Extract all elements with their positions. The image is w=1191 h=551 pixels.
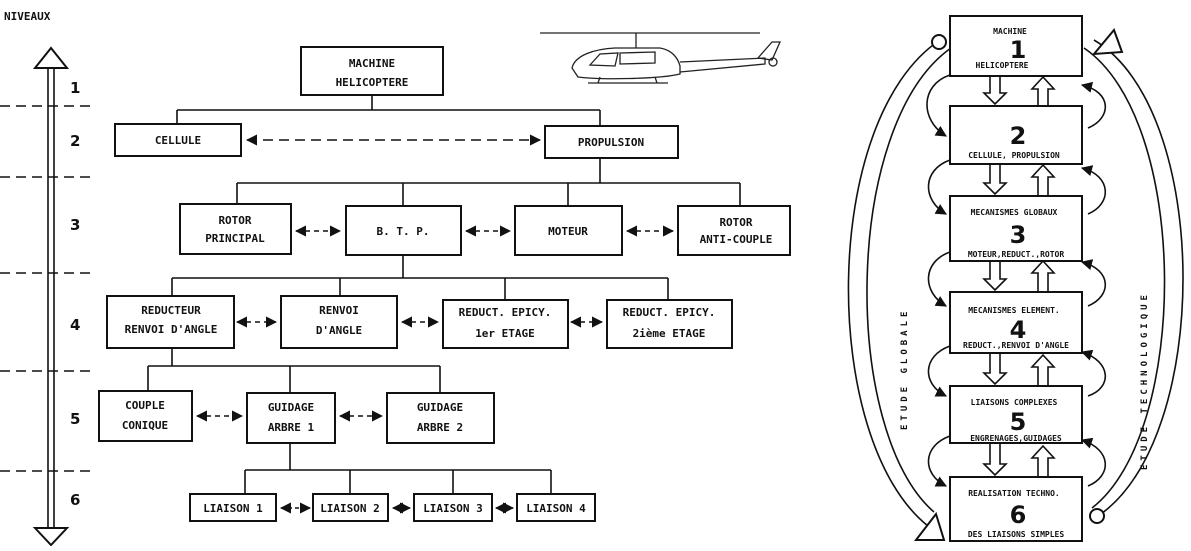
svg-text:1: 1: [1010, 36, 1027, 64]
tree-node-reducteur: REDUCTEUR RENVOI D'ANGLE: [106, 295, 235, 349]
cycle-box-4: MECANISMES ELEMENT. 4 REDUCT.,RENVOI D'A…: [949, 291, 1083, 354]
tree-node-liaison-2: LIAISON 2: [312, 493, 389, 522]
svg-text:4: 4: [1010, 316, 1027, 344]
svg-text:RENVOI D'ANGLE: RENVOI D'ANGLE: [125, 323, 218, 336]
svg-text:GUIDAGE: GUIDAGE: [268, 401, 314, 414]
helicopter-icon: [540, 32, 782, 84]
svg-text:MOTEUR: MOTEUR: [548, 225, 588, 238]
svg-text:CELLULE: CELLULE: [155, 134, 201, 147]
relation-arrows: [195, 134, 675, 514]
label-etude-technologique: ETUDE TECHNOLOGIQUE: [1140, 291, 1150, 470]
tree-node-renvoi: RENVOI D'ANGLE: [280, 295, 398, 349]
cycle-arrow-icon: [913, 511, 946, 541]
svg-text:ENGRENAGES,GUIDAGES: ENGRENAGES,GUIDAGES: [970, 434, 1062, 443]
down-arrow-icon: [32, 527, 70, 547]
tree-node-cellule: CELLULE: [114, 123, 242, 157]
svg-text:REDUCT. EPICY.: REDUCT. EPICY.: [459, 306, 552, 319]
tree-connectors: [147, 95, 741, 494]
cycle-box-3: MECANISMES GLOBAUX 3 MOTEUR,REDUCT.,ROTO…: [949, 195, 1083, 262]
svg-text:MACHINE: MACHINE: [349, 57, 395, 70]
tree-node-guidage-2: GUIDAGE ARBRE 2: [386, 392, 495, 444]
svg-text:RENVOI: RENVOI: [319, 304, 359, 317]
svg-text:MACHINE: MACHINE: [993, 27, 1027, 36]
svg-text:COUPLE: COUPLE: [125, 399, 165, 412]
svg-text:REDUCT. EPICY.: REDUCT. EPICY.: [623, 306, 716, 319]
tree-node-rotor-principal: ROTOR PRINCIPAL: [179, 203, 292, 255]
tree-node-liaison-3: LIAISON 3: [413, 493, 493, 522]
levels-title: NIVEAUX: [4, 10, 51, 23]
svg-text:LIAISON 1: LIAISON 1: [203, 502, 263, 515]
svg-text:CELLULE, PROPULSION: CELLULE, PROPULSION: [968, 151, 1060, 160]
svg-text:LIAISONS COMPLEXES: LIAISONS COMPLEXES: [971, 398, 1058, 407]
level-number: 3: [70, 216, 80, 234]
tree-node-propulsion: PROPULSION: [544, 125, 679, 159]
cycle-box-2: 2 CELLULE, PROPULSION: [949, 105, 1083, 165]
svg-text:HELICOPTERE: HELICOPTERE: [336, 76, 409, 89]
svg-text:1er ETAGE: 1er ETAGE: [475, 327, 535, 340]
levels-axis: NIVEAUX 1 2 3 4 5 6: [0, 10, 94, 547]
tree-node-liaison-4: LIAISON 4: [516, 493, 596, 522]
tree-node-btp: B. T. P.: [345, 205, 462, 256]
svg-text:REDUCT.,RENVOI D'ANGLE: REDUCT.,RENVOI D'ANGLE: [963, 341, 1069, 350]
svg-text:LIAISON 4: LIAISON 4: [526, 502, 586, 515]
svg-text:5: 5: [1010, 408, 1027, 436]
svg-text:CONIQUE: CONIQUE: [122, 419, 168, 432]
svg-text:ARBRE 1: ARBRE 1: [268, 421, 315, 434]
up-arrow-icon: [32, 46, 70, 69]
svg-text:2: 2: [1010, 122, 1027, 150]
cycle-box-5: LIAISONS COMPLEXES 5 ENGRENAGES,GUIDAGES: [949, 385, 1083, 444]
cycle-diagram: MACHINE 1 HELICOPTERE 2 CELLULE, PROPULS…: [847, 15, 1184, 542]
tree-node-moteur: MOTEUR: [514, 205, 623, 256]
svg-text:ANTI-COUPLE: ANTI-COUPLE: [700, 233, 773, 246]
svg-text:HELICOPTERE: HELICOPTERE: [976, 61, 1029, 70]
svg-text:D'ANGLE: D'ANGLE: [316, 324, 362, 337]
svg-text:DES LIAISONS SIMPLES: DES LIAISONS SIMPLES: [968, 530, 1065, 539]
svg-text:ROTOR: ROTOR: [218, 214, 251, 227]
tree-node-epicy-2: REDUCT. EPICY. 2ième ETAGE: [606, 299, 733, 349]
tree-node-guidage-1: GUIDAGE ARBRE 1: [246, 392, 336, 444]
svg-text:PROPULSION: PROPULSION: [578, 136, 644, 149]
svg-text:ROTOR: ROTOR: [719, 216, 752, 229]
level-number: 1: [70, 79, 80, 97]
level-number: 5: [70, 410, 80, 428]
svg-text:ARBRE 2: ARBRE 2: [417, 421, 463, 434]
tree-node-liaison-1: LIAISON 1: [189, 493, 277, 522]
svg-text:MECANISMES ELEMENT.: MECANISMES ELEMENT.: [968, 306, 1060, 315]
cycle-arrow-icon: [1091, 28, 1124, 56]
cycle-box-1: MACHINE 1 HELICOPTERE: [949, 15, 1083, 77]
tree-node-epicy-1: REDUCT. EPICY. 1er ETAGE: [442, 299, 569, 349]
svg-text:LIAISON 2: LIAISON 2: [320, 502, 380, 515]
cycle-box-6: REALISATION TECHNO. 6 DES LIAISONS SIMPL…: [949, 476, 1083, 542]
svg-text:B. T. P.: B. T. P.: [377, 225, 430, 238]
svg-text:GUIDAGE: GUIDAGE: [417, 401, 463, 414]
level-number: 2: [70, 132, 80, 150]
svg-text:LIAISON 3: LIAISON 3: [423, 502, 483, 515]
svg-text:PRINCIPAL: PRINCIPAL: [205, 232, 265, 245]
tree-node-couple: COUPLE CONIQUE: [98, 390, 193, 442]
label-etude-globale: ETUDE GLOBALE: [900, 308, 910, 430]
svg-text:3: 3: [1010, 221, 1027, 249]
level-number: 6: [70, 491, 80, 509]
svg-text:2ième ETAGE: 2ième ETAGE: [633, 327, 706, 340]
svg-text:6: 6: [1010, 501, 1027, 529]
svg-text:REDUCTEUR: REDUCTEUR: [141, 304, 201, 317]
tree-node-rotor-anticouple: ROTOR ANTI-COUPLE: [677, 205, 791, 256]
svg-text:MECANISMES GLOBAUX: MECANISMES GLOBAUX: [971, 208, 1058, 217]
svg-text:REALISATION TECHNO.: REALISATION TECHNO.: [968, 489, 1060, 498]
svg-text:MOTEUR,REDUCT.,ROTOR: MOTEUR,REDUCT.,ROTOR: [968, 250, 1065, 259]
level-number: 4: [70, 316, 80, 334]
tree-node-machine: MACHINE HELICOPTERE: [300, 46, 444, 96]
